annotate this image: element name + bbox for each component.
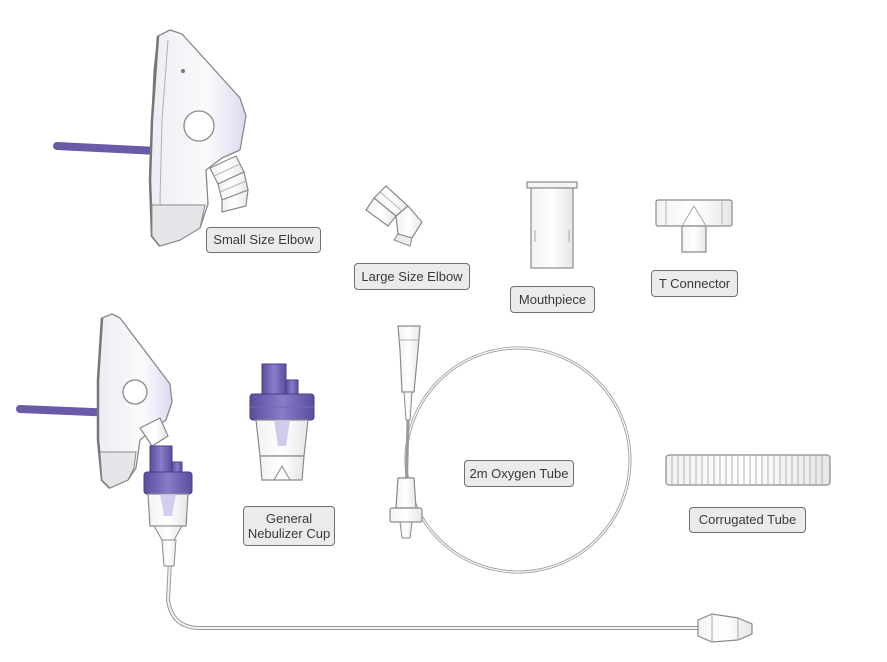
- nebulizer-cup-text-line1: General: [265, 511, 313, 526]
- t-connector-label: T Connector: [651, 270, 738, 297]
- mouthpiece-part: [526, 181, 578, 269]
- top-mask-elbow: [209, 155, 249, 213]
- nebulizer-cup-label: General Nebulizer Cup: [243, 506, 335, 546]
- corrugated-tube-text: Corrugated Tube: [698, 512, 797, 527]
- top-mask-port: [183, 110, 215, 142]
- nebulizer-cup-text-line2: Nebulizer Cup: [247, 526, 331, 541]
- bottom-mask-assembly: [16, 313, 753, 643]
- top-mask-clip: [181, 69, 185, 73]
- mouthpiece-text: Mouthpiece: [518, 291, 587, 307]
- oxygen-tube-part: [389, 325, 632, 574]
- large-elbow-part: [365, 185, 423, 247]
- large-size-elbow-label: Large Size Elbow: [354, 263, 470, 290]
- large-size-elbow-text: Large Size Elbow: [361, 268, 463, 284]
- nebulizer-cup-part: [249, 363, 315, 481]
- top-mask: [53, 29, 249, 247]
- mouthpiece-label: Mouthpiece: [510, 286, 595, 313]
- t-connector-part: [655, 199, 733, 253]
- small-size-elbow-label: Small Size Elbow: [206, 227, 321, 253]
- corrugated-tube-part: [665, 454, 831, 486]
- bottom-mask-port: [122, 379, 148, 405]
- corrugated-tube-label: Corrugated Tube: [689, 507, 806, 533]
- oxygen-tube-label: 2m Oxygen Tube: [464, 460, 574, 487]
- oxygen-tube-text: 2m Oxygen Tube: [469, 465, 569, 481]
- small-size-elbow-text: Small Size Elbow: [213, 232, 314, 247]
- top-mask-bottom-band: [151, 204, 206, 247]
- t-connector-text: T Connector: [658, 275, 731, 291]
